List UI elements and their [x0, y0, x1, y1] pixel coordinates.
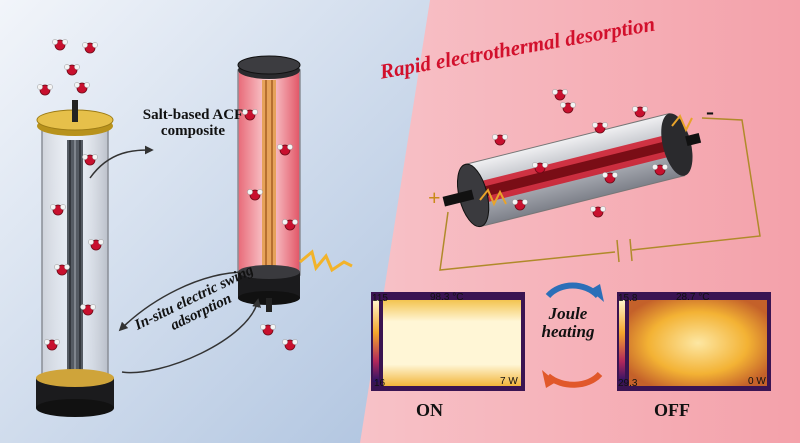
- water-molecule: [44, 339, 60, 351]
- water-molecule: [552, 89, 568, 101]
- heated-column: [237, 55, 353, 312]
- water-molecule: [592, 122, 608, 134]
- water-molecule: [54, 264, 70, 276]
- water-molecule: [492, 134, 508, 146]
- on-label: ON: [416, 400, 443, 420]
- water-molecule: [602, 172, 618, 184]
- off-scale-min: 29.3: [618, 378, 638, 389]
- on-temperature: 98.3 °C: [430, 292, 464, 303]
- water-molecule: [560, 102, 576, 114]
- water-molecule: [590, 206, 606, 218]
- on-scale-max: 115: [372, 293, 388, 304]
- water-molecule: [74, 82, 90, 94]
- water-molecule: [37, 84, 53, 96]
- water-molecule: [242, 109, 258, 121]
- water-molecule: [260, 324, 276, 336]
- water-molecule: [88, 239, 104, 251]
- on-scale-min: 16: [374, 378, 386, 389]
- water-molecule: [277, 144, 293, 156]
- adsorption-column: [36, 100, 114, 417]
- thermal-image-on: [371, 292, 525, 391]
- water-molecule: [512, 199, 528, 211]
- on-power: 7 W: [500, 376, 518, 387]
- water-molecules: [37, 39, 668, 351]
- water-molecule: [82, 42, 98, 54]
- water-molecule: [652, 164, 668, 176]
- off-scale-max: 15.8: [618, 293, 638, 304]
- water-molecule: [282, 339, 298, 351]
- water-molecule: [50, 204, 66, 216]
- water-molecule: [632, 106, 648, 118]
- plus-terminal: +: [428, 185, 441, 210]
- water-molecule: [532, 162, 548, 174]
- thermal-image-off: [617, 292, 771, 391]
- minus-terminal: -: [706, 99, 714, 125]
- water-molecule: [282, 219, 298, 231]
- composite-label: Salt-based ACF composite: [142, 107, 244, 139]
- water-molecule: [52, 39, 68, 51]
- off-power: 0 W: [748, 376, 766, 387]
- water-molecule: [82, 154, 98, 166]
- water-molecule: [64, 64, 80, 76]
- off-temperature: 28.7 °C: [676, 292, 710, 303]
- water-molecule: [247, 189, 263, 201]
- joule-heating-label: Joule heating: [541, 304, 595, 341]
- off-label: OFF: [654, 400, 690, 420]
- water-molecule: [80, 304, 96, 316]
- electrothermal-cylinder: [442, 112, 702, 228]
